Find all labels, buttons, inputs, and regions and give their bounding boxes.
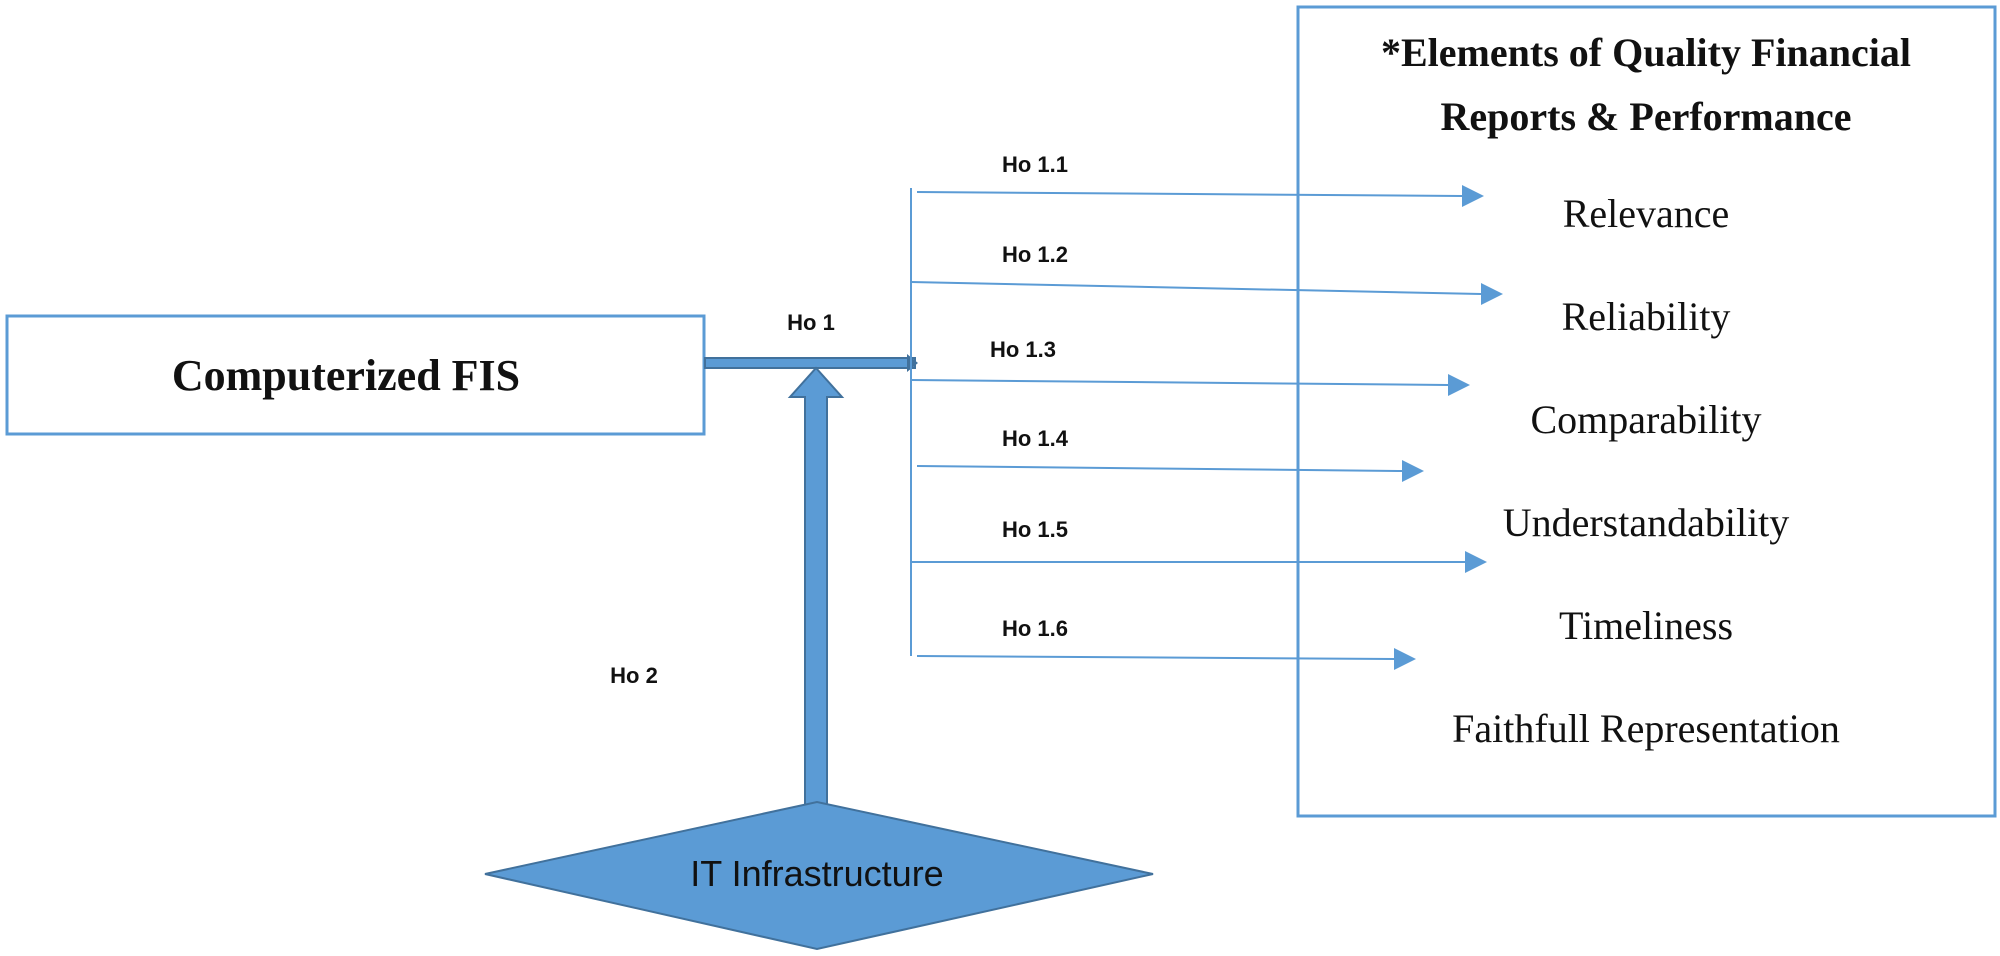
quality-title-line2: Reports & Performance: [1441, 94, 1852, 139]
arrow-ho-1-1: [916, 185, 1484, 207]
element-relevance: Relevance: [1563, 191, 1730, 236]
ho-1-2-label: Ho 1.2: [1002, 242, 1068, 267]
ho1-label: Ho 1: [787, 310, 835, 335]
ho2-block-arrow: [787, 366, 845, 806]
arrow-ho-1-4: [916, 460, 1424, 482]
computerized-fis-label: Computerized FIS: [172, 351, 520, 400]
ho-1-5-label: Ho 1.5: [1002, 517, 1068, 542]
ho-1-4-label: Ho 1.4: [1002, 426, 1069, 451]
quality-elements-box: [1296, 5, 1997, 818]
arrow-ho-1-5: [911, 551, 1487, 573]
computerized-fis-box: [5, 314, 706, 436]
arrow-ho-1-3: [910, 374, 1470, 396]
ho1-connector-head: [907, 354, 918, 372]
element-reliability: Reliability: [1562, 294, 1731, 339]
it-infrastructure-diamond: [484, 800, 1154, 951]
element-timeliness: Timeliness: [1559, 603, 1733, 648]
element-comparability: Comparability: [1530, 397, 1761, 442]
arrow-ho-1-2: [910, 281, 1503, 305]
ho2-label: Ho 2: [610, 663, 658, 688]
quality-title-line1: *Elements of Quality Financial: [1381, 30, 1911, 75]
ho1-connector: [704, 357, 916, 369]
it-infrastructure-label: IT Infrastructure: [690, 853, 943, 894]
element-understandability: Understandability: [1503, 500, 1790, 545]
arrow-ho-1-6: [916, 648, 1416, 670]
ho-1-3-label: Ho 1.3: [990, 337, 1056, 362]
ho-1-6-label: Ho 1.6: [1002, 616, 1068, 641]
ho-1-1-label: Ho 1.1: [1002, 152, 1068, 177]
element-faithful-representation: Faithfull Representation: [1452, 706, 1840, 751]
